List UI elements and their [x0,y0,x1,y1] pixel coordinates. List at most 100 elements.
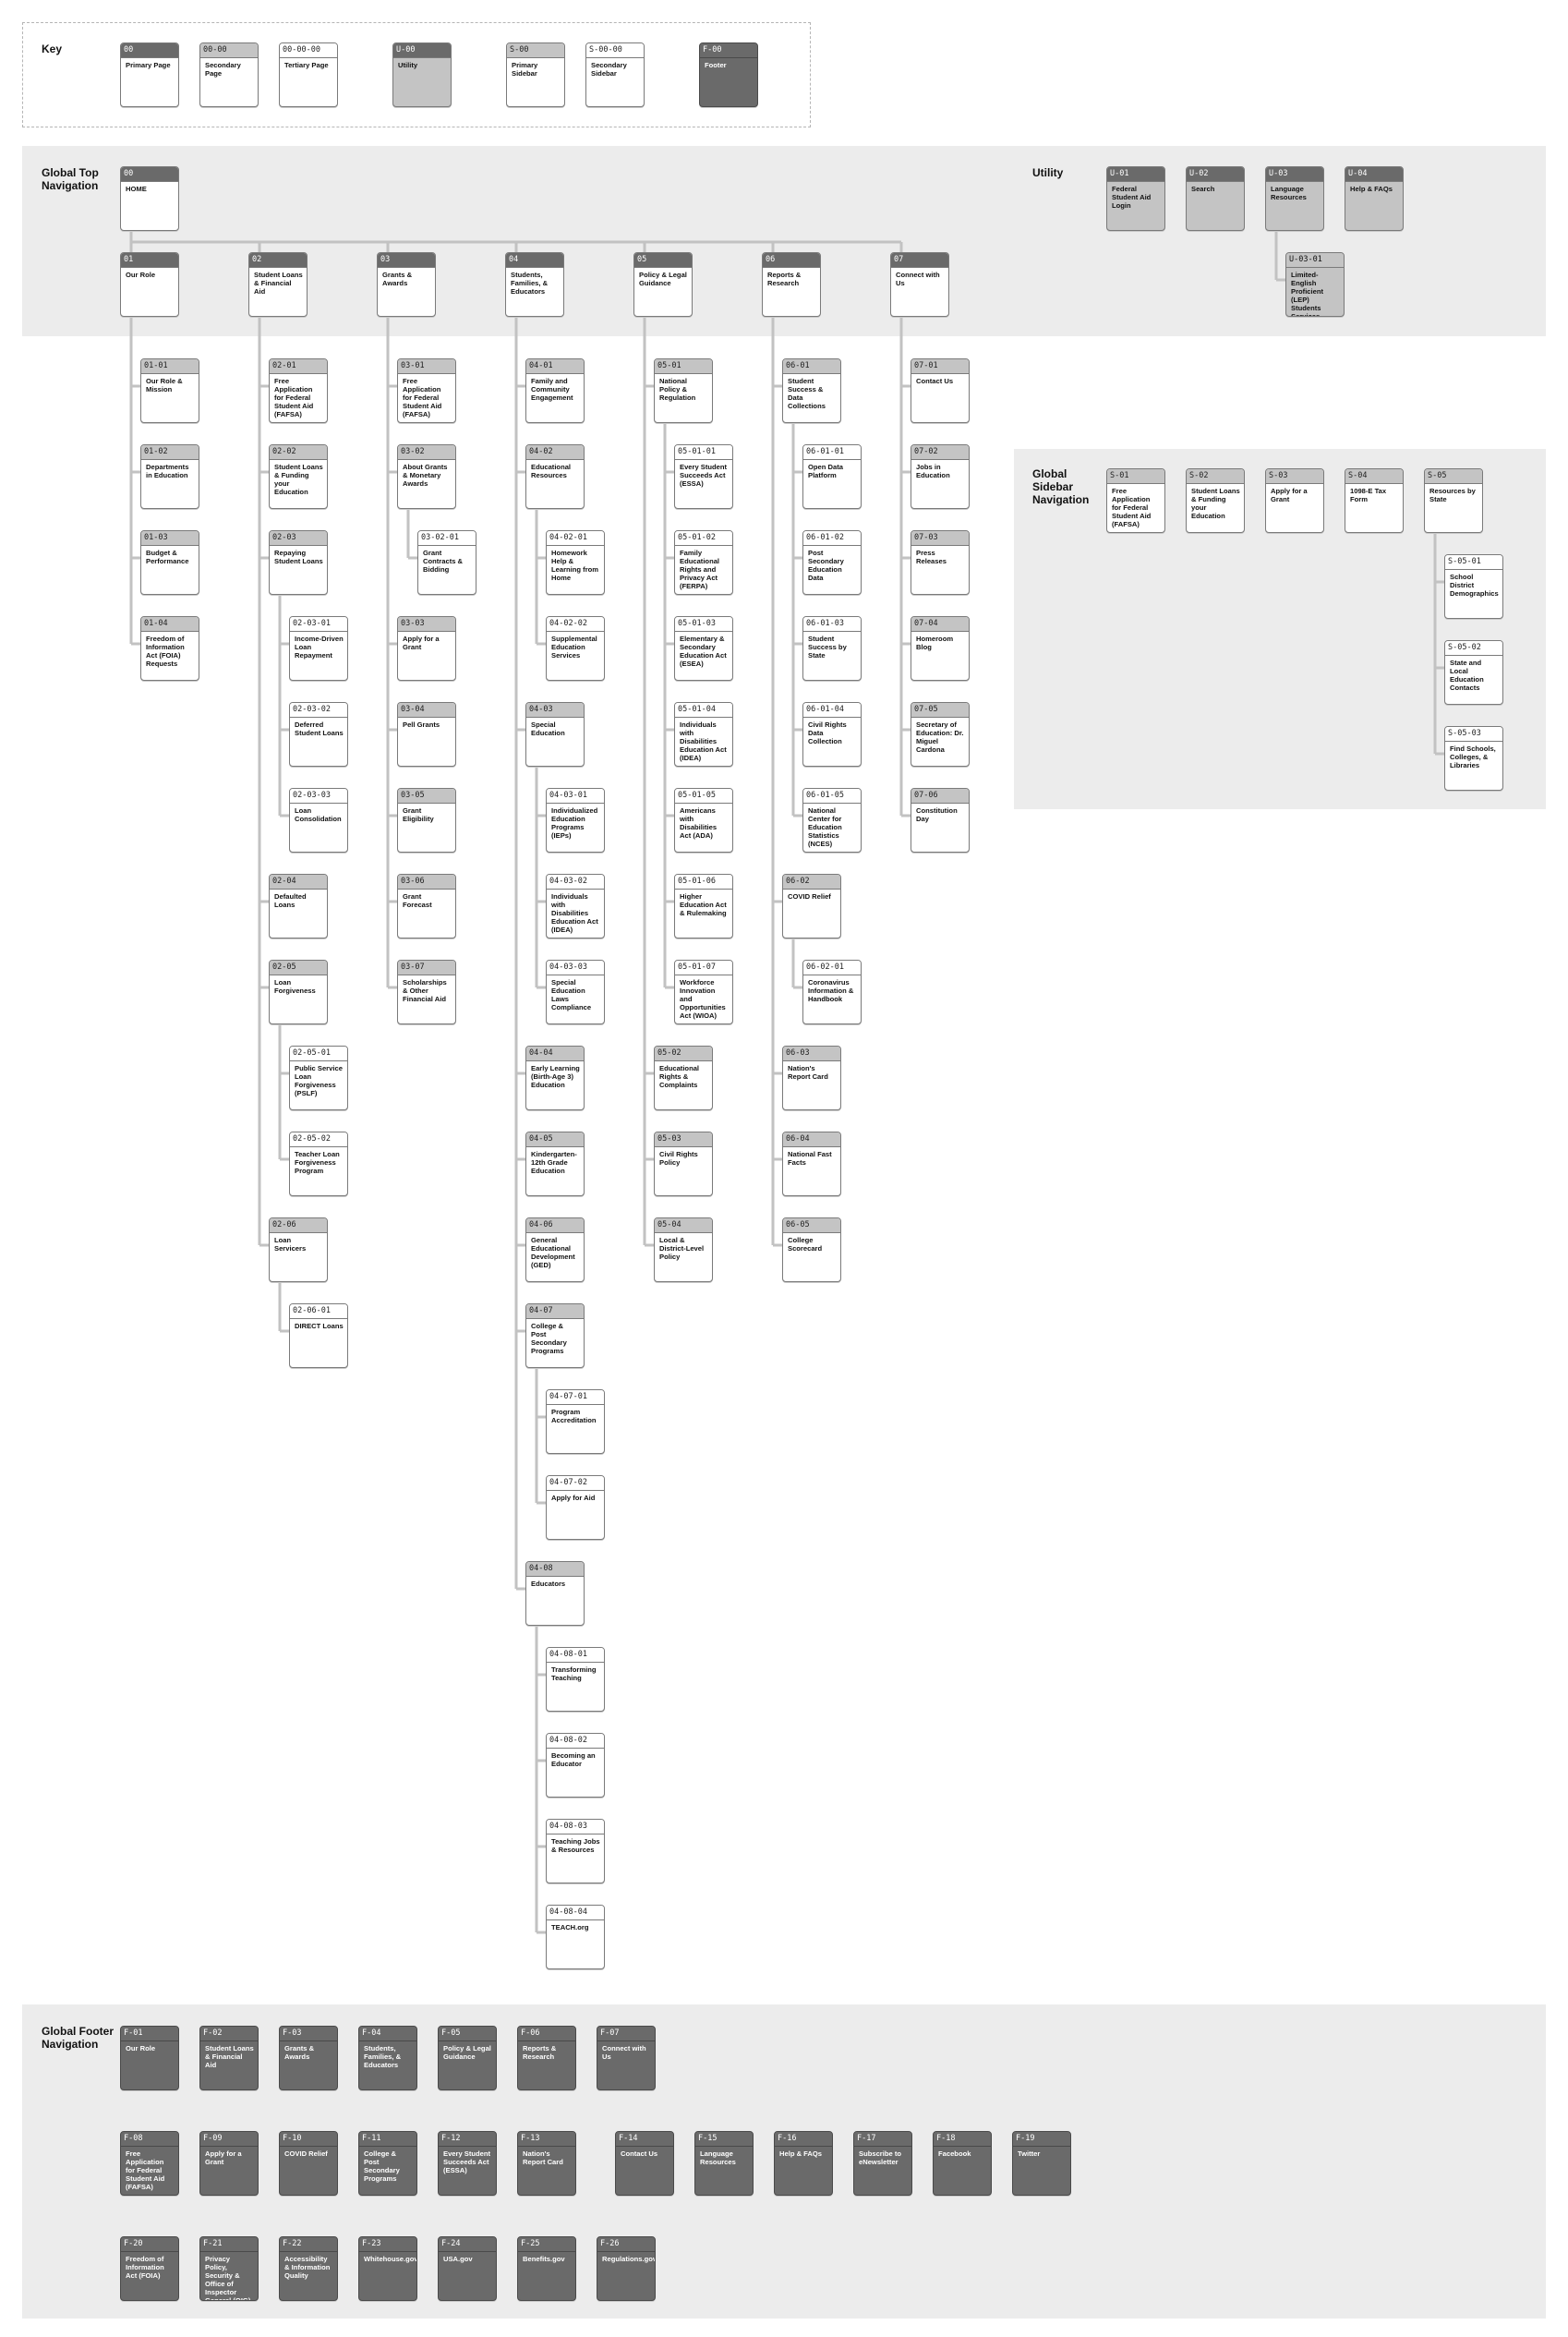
node-code: F-00 [700,43,757,58]
node-code: F-08 [121,2132,178,2147]
node-label: Early Learning (Birth-Age 3) Education [531,1064,580,1089]
node-label: Nation's Report Card [788,1064,828,1081]
node-label: COVID Relief [788,892,831,901]
node-code: 05-01-03 [675,617,732,632]
node-label: State and Local Education Contacts [1450,659,1484,692]
node-label: Elementary & Secondary Education Act (ES… [680,635,727,668]
node-label: Connect with Us [896,271,940,287]
node-label: Kindergarten-12th Grade Education [531,1150,577,1175]
node-label: Civil Rights Policy [659,1150,698,1167]
node-label: Nation's Report Card [523,2149,563,2166]
node-label: DIRECT Loans [295,1322,344,1330]
node-code: 02-02 [270,445,327,460]
node-label: Our Role [126,2044,156,2052]
node-code: 02-04 [270,875,327,890]
node-code: 02 [249,253,307,268]
node-code: S-00-00 [586,43,644,58]
node-code: S-05-03 [1445,727,1502,742]
node-code: U-03 [1266,167,1323,182]
node-code: 06-02 [783,875,840,890]
node-label: Contact Us [621,2149,658,2158]
node-label: USA.gov [443,2255,473,2263]
node-code: 05 [634,253,692,268]
node-label: Program Accreditation [551,1408,597,1424]
node-label: Reports & Research [523,2044,557,2061]
node-label: Twitter [1018,2149,1041,2158]
node-label: Grants & Awards [382,271,413,287]
node-label: Constitution Day [916,806,958,823]
node-code: 02-03-01 [290,617,347,632]
node-label: Student Loans & Funding your Education [274,463,323,496]
node-code: 05-04 [655,1218,712,1233]
node-label: Defaulted Loans [274,892,307,909]
node-code: 03-01 [398,359,455,374]
node-code: 06-02-01 [803,961,861,975]
node-label: Homeroom Blog [916,635,954,651]
node-label: Loan Consolidation [295,806,342,823]
node-label: Footer [705,61,727,69]
node-code: S-05-01 [1445,555,1502,570]
node-code: F-11 [359,2132,416,2147]
node-label: Loan Forgiveness [274,978,316,995]
node-label: Teacher Loan Forgiveness Program [295,1150,340,1175]
node-code: 06-01 [783,359,840,374]
node-label: Language Resources [1271,185,1307,201]
node-label: Connect with Us [602,2044,646,2061]
node-code: 04-08-04 [547,1906,604,1920]
node-code: F-13 [518,2132,575,2147]
node-label: Contact Us [916,377,954,385]
node-label: Coronavirus Information & Handbook [808,978,854,1003]
node-code: 05-01 [655,359,712,374]
node-label: Student Loans & Funding your Education [1191,487,1240,520]
node-code: 04-08-01 [547,1648,604,1663]
node-label: Student Loans & Financial Aid [205,2044,254,2069]
node-label: General Educational Development (GED) [531,1236,575,1269]
node-label: Benefits.gov [523,2255,565,2263]
node-label: Students, Families, & Educators [364,2044,402,2069]
node-label: Student Success by State [808,635,847,660]
node-label: Apply for a Grant [1271,487,1308,503]
node-label: Budget & Performance [146,549,189,565]
node-code: 07-04 [911,617,969,632]
node-label: Deferred Student Loans [295,720,344,737]
node-label: Secretary of Education: Dr. Miguel Cardo… [916,720,964,754]
node-code: U-01 [1107,167,1164,182]
node-label: Find Schools, Colleges, & Libraries [1450,745,1496,769]
node-label: Resources by State [1429,487,1476,503]
node-code: F-06 [518,2027,575,2041]
node-code: 04-08-02 [547,1734,604,1749]
node-label: Policy & Legal Guidance [639,271,687,287]
node-code: 02-03-02 [290,703,347,718]
node-code: F-16 [775,2132,832,2147]
